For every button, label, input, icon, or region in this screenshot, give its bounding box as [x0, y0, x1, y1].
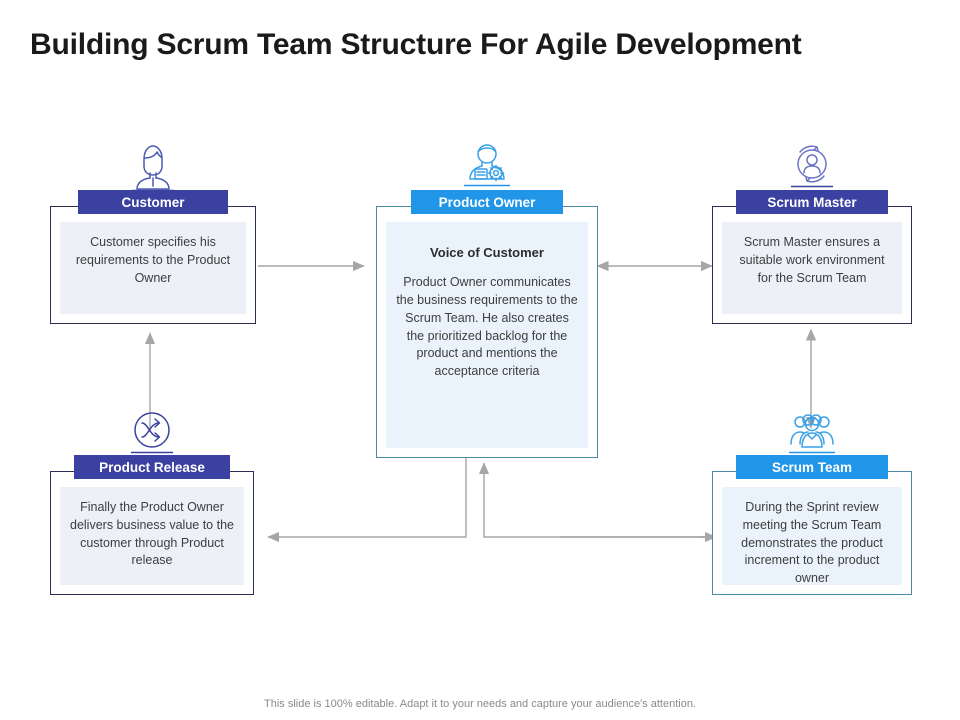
person-gear-icon	[458, 142, 516, 197]
customer-label: Customer	[121, 194, 185, 210]
connector-product-owner-to-product-release	[267, 458, 467, 543]
scrum-team-body: During the Sprint review meeting the Scr…	[741, 500, 883, 585]
customer-panel: Customer specifies his requirements to t…	[60, 222, 246, 314]
product-owner-text: Product Owner communicates the business …	[396, 275, 578, 379]
product-owner-lead: Voice of Customer	[430, 245, 544, 260]
product-release-ribbon: Product Release	[74, 455, 230, 479]
node-product-owner[interactable]: Product Owner Voice of Customer Product …	[376, 144, 598, 458]
slide-footer-note: This slide is 100% editable. Adapt it to…	[264, 698, 696, 710]
page-title: Building Scrum Team Structure For Agile …	[30, 28, 802, 61]
product-release-body: Finally the Product Owner delivers busin…	[70, 500, 234, 568]
scrum-master-label: Scrum Master	[767, 194, 857, 210]
connector-scrum-team-to-product-owner	[478, 462, 714, 538]
scrum-team-label: Scrum Team	[771, 459, 853, 475]
product-owner-ribbon: Product Owner	[411, 190, 563, 214]
product-owner-label: Product Owner	[438, 194, 536, 210]
scrum-team-panel: During the Sprint review meeting the Scr…	[722, 487, 902, 585]
node-product-release[interactable]: Product Release Finally the Product Owne…	[50, 412, 254, 595]
scrum-master-ribbon: Scrum Master	[736, 190, 888, 214]
node-scrum-master[interactable]: Scrum Master Scrum Master ensures a suit…	[712, 145, 912, 324]
scrum-master-panel: Scrum Master ensures a suitable work env…	[722, 222, 902, 314]
node-scrum-team[interactable]: Scrum Team During the Sprint review meet…	[712, 414, 912, 595]
people-group-icon	[781, 411, 843, 462]
scrum-master-body: Scrum Master ensures a suitable work env…	[739, 235, 885, 285]
node-customer[interactable]: Customer Customer specifies his requirem…	[50, 145, 256, 324]
person-female-icon	[130, 142, 176, 197]
customer-ribbon: Customer	[78, 190, 228, 214]
product-release-panel: Finally the Product Owner delivers busin…	[60, 487, 244, 585]
product-release-label: Product Release	[99, 459, 205, 475]
shuffle-arrows-icon	[129, 409, 175, 460]
person-cycle-icon	[787, 142, 837, 197]
product-owner-body: Voice of Customer Product Owner communic…	[396, 244, 578, 381]
scrum-team-ribbon: Scrum Team	[736, 455, 888, 479]
customer-body: Customer specifies his requirements to t…	[75, 235, 231, 285]
product-owner-panel: Voice of Customer Product Owner communic…	[386, 222, 588, 448]
